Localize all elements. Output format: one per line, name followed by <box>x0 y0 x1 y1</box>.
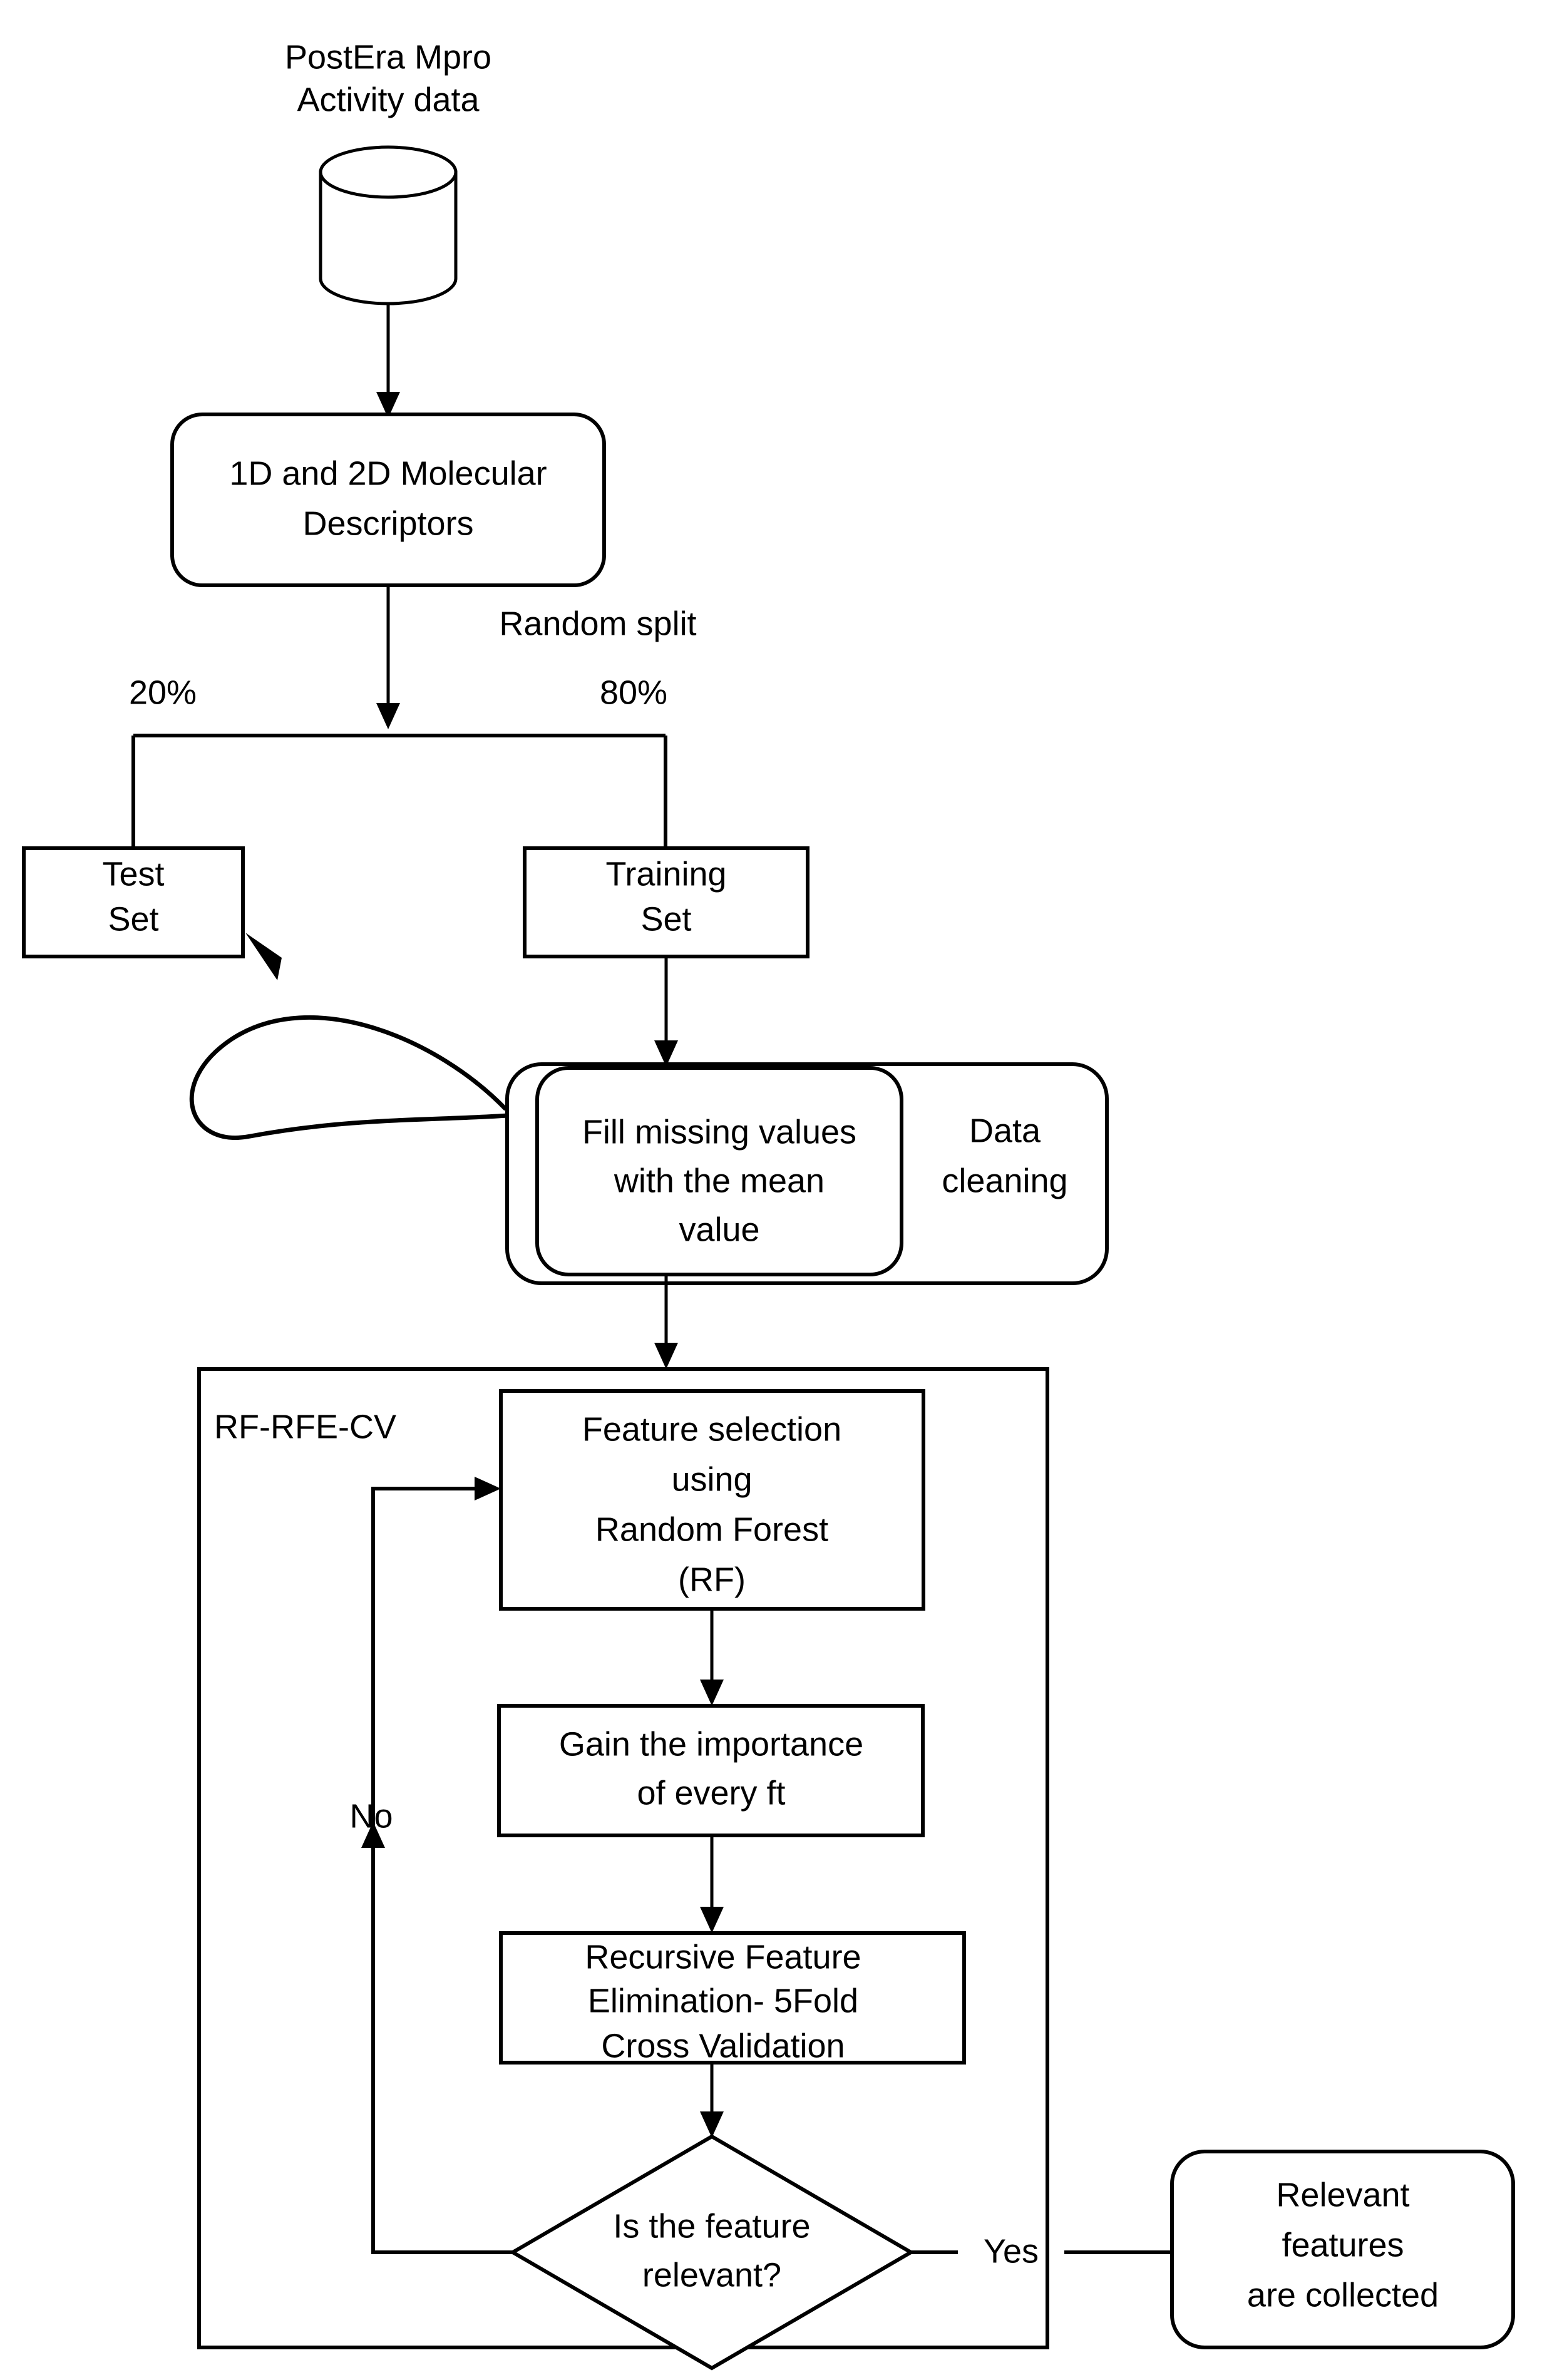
edge-descriptors-to-split <box>376 585 400 729</box>
edge-datasource-to-descriptors <box>376 304 400 418</box>
gain-importance-label-line2: of every ft <box>637 1774 785 1812</box>
decision-diamond <box>509 2134 915 2371</box>
rf-rfe-cv-label: RF-RFE-CV <box>214 1408 396 1445</box>
decision-label-line1: Is the feature <box>613 2207 810 2245</box>
feature-selection-label-line2: using <box>671 1460 752 1498</box>
fill-missing-values-node: Fill missing values with the mean value <box>535 1066 903 1276</box>
training-set-label-line1: Training <box>605 855 726 893</box>
rfe-cv-box <box>499 1931 966 2065</box>
fill-missing-label-line3: value <box>679 1211 759 1248</box>
fill-missing-values-box <box>535 1066 903 1276</box>
data-cleaning-label-line2: cleaning <box>942 1162 1067 1199</box>
cylinder-top <box>319 145 458 199</box>
feedback-curve <box>189 1015 508 1140</box>
data-cleaning-label-line1: Data <box>969 1112 1041 1149</box>
feature-selection-box <box>499 1389 925 1611</box>
feature-selection-node: Feature selection using Random Forest (R… <box>499 1389 925 1611</box>
relevant-features-label-line2: features <box>1282 2226 1404 2264</box>
fill-missing-label-line2: with the mean <box>614 1162 825 1199</box>
edge-feature-selection-to-gain <box>700 1609 724 1706</box>
feedback-arrow-head <box>245 933 282 980</box>
decision-yes-label: Yes <box>984 2232 1039 2270</box>
datasource-label-line1: PostEra Mpro <box>285 38 491 76</box>
training-set-label-line2: Set <box>640 900 691 938</box>
rfe-cv-label-line2: Elimination- 5Fold <box>588 1982 858 2019</box>
decision-label-line2: relevant? <box>642 2256 781 2294</box>
fill-missing-label-line1: Fill missing values <box>582 1113 856 1151</box>
edge-training-to-fill-missing <box>654 957 678 1067</box>
edge-rfe-to-decision <box>700 2063 724 2138</box>
test-set-label-line2: Set <box>108 900 158 938</box>
edge-decision-no-loop <box>361 1477 513 2254</box>
edge-cleaning-to-rfrfecv <box>654 1275 678 1369</box>
cylinder-body <box>319 170 458 305</box>
feature-selection-label-line1: Feature selection <box>582 1410 841 1448</box>
gain-importance-box <box>497 1704 925 1837</box>
split-left-percent-label: 20% <box>129 674 197 711</box>
split-bus <box>131 734 667 848</box>
datasource-label-line2: Activity data <box>297 81 480 118</box>
no-loop-arrow-head <box>475 1477 501 1500</box>
decision-no-label: No <box>349 1797 393 1835</box>
descriptors-label-line2: Descriptors <box>302 505 473 542</box>
relevant-features-node: Relevant features are collected <box>1170 2150 1515 2349</box>
rfe-cv-label-line3: Cross Validation <box>601 2027 845 2065</box>
feature-selection-label-line3: Random Forest <box>595 1511 828 1548</box>
relevant-features-label-line3: are collected <box>1247 2276 1439 2314</box>
edge-cleaning-to-test-set-curve <box>189 933 508 1140</box>
relevant-features-box <box>1170 2150 1515 2349</box>
feature-selection-label-line4: (RF) <box>678 1561 746 1598</box>
split-right-percent-label: 80% <box>600 674 667 711</box>
training-set-node: Training Set <box>523 846 809 958</box>
no-loop-up-arrow-head <box>361 1822 385 1848</box>
test-set-label-line1: Test <box>102 855 164 893</box>
decision-node: Is the feature relevant? <box>509 2134 915 2371</box>
edge-gain-to-rfe <box>700 1835 724 1933</box>
descriptors-box <box>170 413 606 587</box>
rfe-cv-node: Recursive Feature Elimination- 5Fold Cro… <box>499 1931 966 2065</box>
descriptors-label-line1: 1D and 2D Molecular <box>229 454 547 492</box>
rfe-cv-label-line1: Recursive Feature <box>585 1938 861 1976</box>
gain-importance-node: Gain the importance of every ft <box>497 1704 925 1837</box>
gain-importance-label-line1: Gain the importance <box>559 1725 863 1763</box>
test-set-box <box>22 846 245 958</box>
random-split-label: Random split <box>499 605 696 642</box>
descriptors-node: 1D and 2D Molecular Descriptors <box>170 413 606 587</box>
training-set-box <box>523 846 809 958</box>
datasource-node: PostEra Mpro Activity data <box>285 38 491 305</box>
test-set-node: Test Set <box>22 846 245 958</box>
relevant-features-label-line1: Relevant <box>1276 2176 1409 2213</box>
